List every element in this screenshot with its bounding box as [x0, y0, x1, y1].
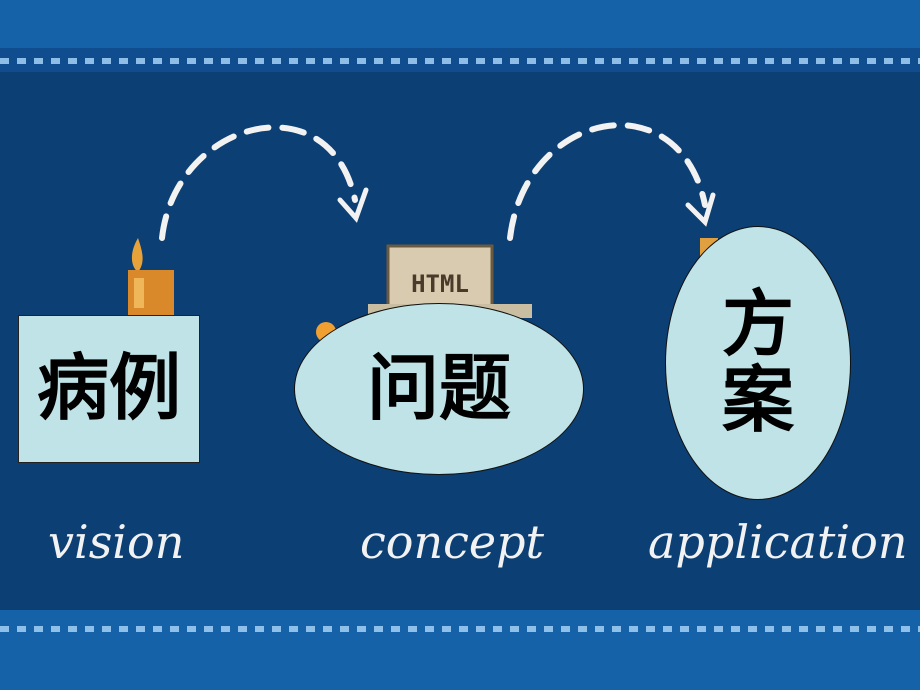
solution-ellipse: 方案 [665, 226, 851, 500]
top-stitch-line [0, 58, 920, 64]
dashed-arrow-icon [159, 124, 358, 241]
problem-ellipse: 问题 [294, 303, 584, 475]
bottom-band [0, 610, 920, 690]
label-vision: vision [48, 515, 184, 569]
arrowhead-icon [337, 187, 369, 223]
label-application: application [648, 515, 907, 569]
case-box: 病例 [18, 315, 200, 463]
solution-text: 方案 [721, 282, 794, 442]
candle-icon [128, 238, 174, 315]
html-sign-text: HTML [411, 270, 469, 298]
bottom-stitch-line [0, 626, 920, 632]
dashed-arrow-icon [507, 122, 708, 241]
case-text: 病例 [36, 346, 181, 431]
top-band [0, 0, 920, 48]
arrowhead-icon [685, 192, 716, 227]
problem-text: 问题 [366, 346, 511, 431]
label-concept: concept [360, 515, 545, 569]
